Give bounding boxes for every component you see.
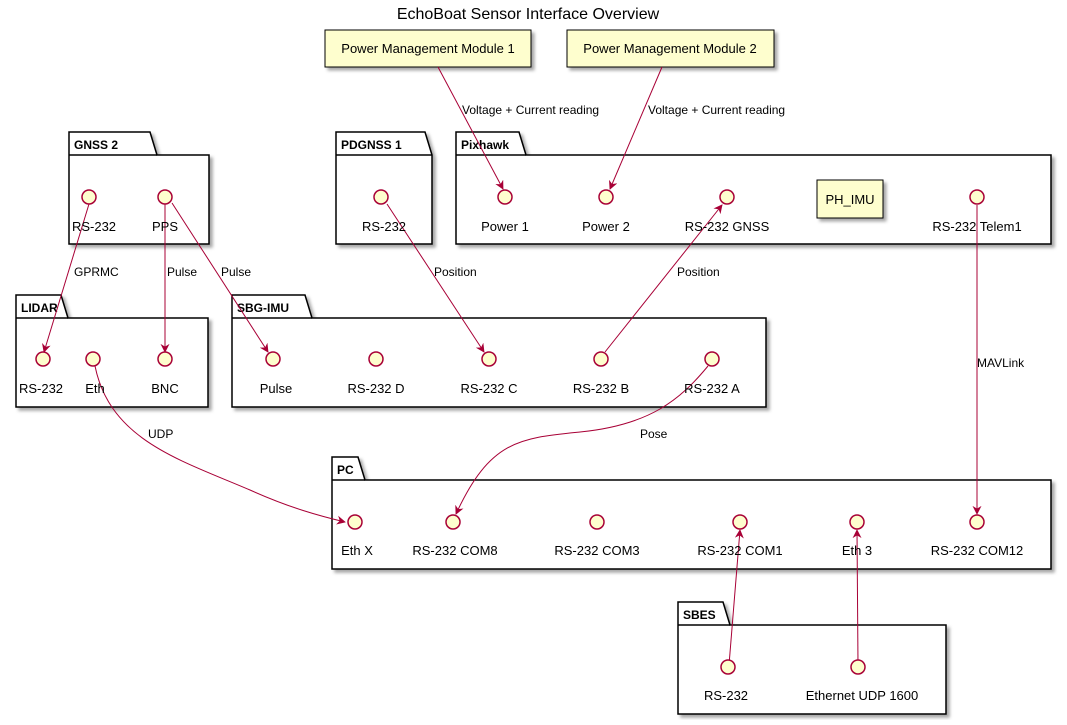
interface-circle (157, 351, 173, 367)
interface-label-pdgnss1-rs232: RS-232 (362, 219, 406, 234)
interface-label-pc-com3: RS-232 COM3 (554, 543, 639, 558)
edge-pmm2-power2 (609, 66, 663, 190)
interface-label-pc-com12: RS-232 COM12 (931, 543, 1023, 558)
interface-label-pix-power2: Power 2 (582, 219, 630, 234)
interface-circle (849, 514, 865, 530)
interface-circle (347, 514, 363, 530)
interface-circle (481, 351, 497, 367)
interface-circle (719, 189, 735, 205)
pmm2-label: Power Management Module 2 (583, 41, 756, 56)
package-title-pdgnss1: PDGNSS 1 (341, 138, 402, 152)
package-title-gnss2: GNSS 2 (74, 138, 118, 152)
edges: Voltage + Current reading Voltage + Curr… (42, 66, 1025, 666)
interface-circle (850, 659, 866, 675)
package-title-sbes: SBES (683, 608, 716, 622)
edge-position-gnss (604, 204, 723, 353)
edge-label-position-gnss: Position (677, 265, 720, 279)
interface-circle (593, 351, 609, 367)
interface-label-pc-com8: RS-232 COM8 (412, 543, 497, 558)
interface-circle (497, 189, 513, 205)
edge-sbes-eth3 (852, 529, 862, 666)
package-title-sbg-imu: SBG-IMU (237, 301, 289, 315)
interface-circle (445, 514, 461, 530)
interface-circle (265, 351, 281, 367)
edge-sbes-com1 (728, 529, 744, 666)
interface-label-sbg-rs232b: RS-232 B (573, 381, 629, 396)
interface-circle (969, 514, 985, 530)
interfaces: RS-232 PPS RS-232 Power 1 Power 2 RS-232… (19, 189, 1023, 703)
edge-label-udp: UDP (148, 427, 173, 441)
package-title-pixhawk: Pixhawk (461, 138, 509, 152)
interface-label-sbg-pulse: Pulse (260, 381, 293, 396)
edge-udp (94, 365, 346, 525)
interface-circle (35, 351, 51, 367)
power-management-module-2: Power Management Module 2 (566, 29, 775, 68)
interface-label-gnss2-pps: PPS (152, 219, 178, 234)
interface-label-lidar-bnc: BNC (151, 381, 178, 396)
interface-label-sbg-rs232a: RS-232 A (684, 381, 740, 396)
edge-position-c (386, 203, 485, 353)
package-sbes: SBES (677, 601, 947, 715)
edge-label-position-c: Position (434, 265, 477, 279)
interface-label-lidar-rs232: RS-232 (19, 381, 63, 396)
package-pixhawk: Pixhawk (455, 131, 1052, 245)
pmm1-label: Power Management Module 1 (341, 41, 514, 56)
interface-label-sbes-eth: Ethernet UDP 1600 (806, 688, 919, 703)
package-title-pc: PC (337, 463, 354, 477)
ph-imu-node: PH_IMU (816, 179, 884, 219)
ph-imu-label: PH_IMU (825, 192, 874, 207)
edge-label-pulse-sbg: Pulse (221, 265, 251, 279)
interface-label-pc-ethx: Eth X (341, 543, 373, 558)
edge-pose (455, 365, 709, 515)
interface-label-sbes-rs232: RS-232 (704, 688, 748, 703)
package-sbg-imu: SBG-IMU (231, 294, 767, 408)
edge-pulse-sbg (171, 202, 269, 353)
interface-circle (373, 189, 389, 205)
interface-label-sbg-rs232c: RS-232 C (460, 381, 517, 396)
interface-label-pc-eth3: Eth 3 (842, 543, 872, 558)
interface-circle (81, 189, 97, 205)
edge-label-pose: Pose (640, 427, 668, 441)
power-management-module-1: Power Management Module 1 (324, 29, 532, 68)
package-pc: PC (331, 456, 1052, 570)
interface-label-pix-power1: Power 1 (481, 219, 529, 234)
interface-circle (157, 189, 173, 205)
interface-label-pix-rs232-gnss: RS-232 GNSS (685, 219, 770, 234)
interface-circle (969, 189, 985, 205)
edge-label-gprmc: GPRMC (74, 265, 119, 279)
edge-label-pulse-bnc: Pulse (167, 265, 197, 279)
interface-circle (368, 351, 384, 367)
interface-circle (589, 514, 605, 530)
interface-circle (598, 189, 614, 205)
diagram-title: EchoBoat Sensor Interface Overview (397, 6, 660, 23)
interface-label-lidar-eth: Eth (85, 381, 105, 396)
edge-gprmc (42, 203, 90, 353)
edge-pmm1-power1 (437, 66, 504, 190)
interface-circle (704, 351, 720, 367)
interface-circle (85, 351, 101, 367)
edge-label-pmm2-power2: Voltage + Current reading (648, 103, 785, 117)
package-title-lidar: LIDAR (21, 301, 58, 315)
interface-label-gnss2-rs232: RS-232 (72, 219, 116, 234)
edge-label-mavlink: MAVLink (977, 356, 1025, 370)
interface-label-pc-com1: RS-232 COM1 (697, 543, 782, 558)
package-pdgnss1: PDGNSS 1 (335, 131, 433, 245)
edge-label-pmm1-power1: Voltage + Current reading (462, 103, 599, 117)
package-gnss2: GNSS 2 (68, 131, 210, 245)
interface-label-pix-rs232-telem1: RS-232 Telem1 (932, 219, 1021, 234)
interface-circle (720, 659, 736, 675)
interface-label-sbg-rs232d: RS-232 D (347, 381, 404, 396)
interface-circle (732, 514, 748, 530)
